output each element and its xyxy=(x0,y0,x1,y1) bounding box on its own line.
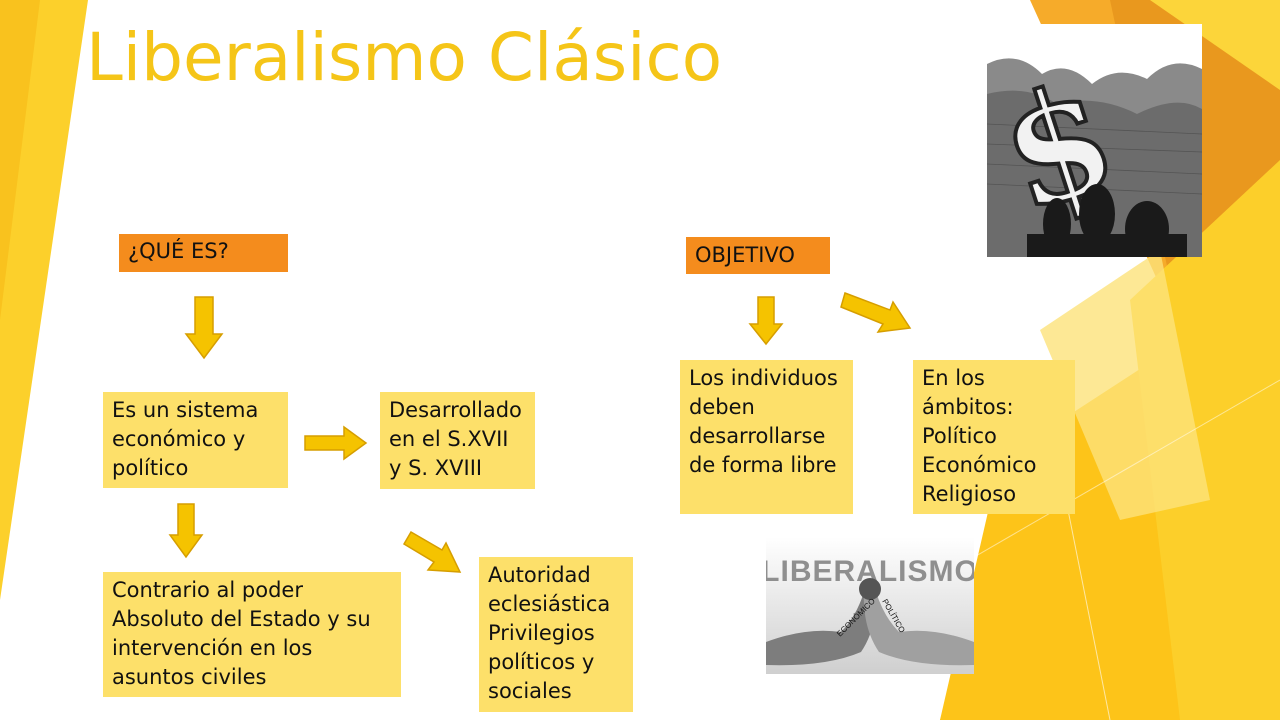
individuals-box: Los individuos deben desarrollarse de fo… xyxy=(680,360,853,514)
developed-line: en el S.XVII xyxy=(389,427,509,451)
spheres-line: Económico xyxy=(922,453,1037,477)
slide-title: Liberalismo Clásico xyxy=(86,19,723,96)
objective-header: OBJETIVO xyxy=(686,237,830,274)
arrow-diagonal-icon xyxy=(402,530,462,573)
spheres-line: ámbitos: xyxy=(922,395,1014,419)
spheres-line: Político xyxy=(922,424,997,448)
arrow-diagonal-icon xyxy=(840,292,912,333)
developed-box: Desarrollado en el S.XVII y S. XVIII xyxy=(380,392,535,489)
authority-line: eclesiástica xyxy=(488,592,611,616)
opposed-line: Absoluto del Estado y su xyxy=(112,607,371,631)
individuals-line: deben xyxy=(689,395,755,419)
what-is-header: ¿QUÉ ES? xyxy=(119,234,288,272)
spheres-line: Religioso xyxy=(922,482,1017,506)
developed-line: y S. XVIII xyxy=(389,456,483,480)
what-is-label: ¿QUÉ ES? xyxy=(128,239,229,263)
opposed-line: Contrario al poder xyxy=(112,578,303,602)
arm-wrestling-logo: LIBERALISMO ECONÓMICO POLÍTICO xyxy=(766,537,974,674)
objective-label: OBJETIVO xyxy=(695,243,795,267)
arrow-down-icon xyxy=(184,296,224,360)
definition-line: económico y xyxy=(112,427,246,451)
definition-box: Es un sistema económico y político xyxy=(103,392,288,488)
definition-line: Es un sistema xyxy=(112,398,259,422)
definition-line: político xyxy=(112,456,189,480)
arrow-down-icon xyxy=(168,503,204,559)
authority-line: Privilegios xyxy=(488,621,595,645)
authority-line: Autoridad xyxy=(488,563,591,587)
opposed-box: Contrario al poder Absoluto del Estado y… xyxy=(103,572,401,697)
spheres-line: En los xyxy=(922,366,985,390)
opposed-line: asuntos civiles xyxy=(112,665,267,689)
authority-box: Autoridad eclesiástica Privilegios polít… xyxy=(479,557,633,712)
individuals-line: de forma libre xyxy=(689,453,837,477)
authority-line: políticos y xyxy=(488,650,595,674)
arrow-down-icon xyxy=(748,296,784,346)
opposed-line: intervención en los xyxy=(112,636,313,660)
spheres-box: En los ámbitos: Político Económico Relig… xyxy=(913,360,1075,514)
individuals-line: Los individuos xyxy=(689,366,838,390)
individuals-line: desarrollarse xyxy=(689,424,826,448)
authority-line: sociales xyxy=(488,679,572,703)
dollar-cartoon-image: $ xyxy=(987,24,1202,257)
developed-line: Desarrollado xyxy=(389,398,522,422)
arrow-right-icon xyxy=(304,425,368,461)
